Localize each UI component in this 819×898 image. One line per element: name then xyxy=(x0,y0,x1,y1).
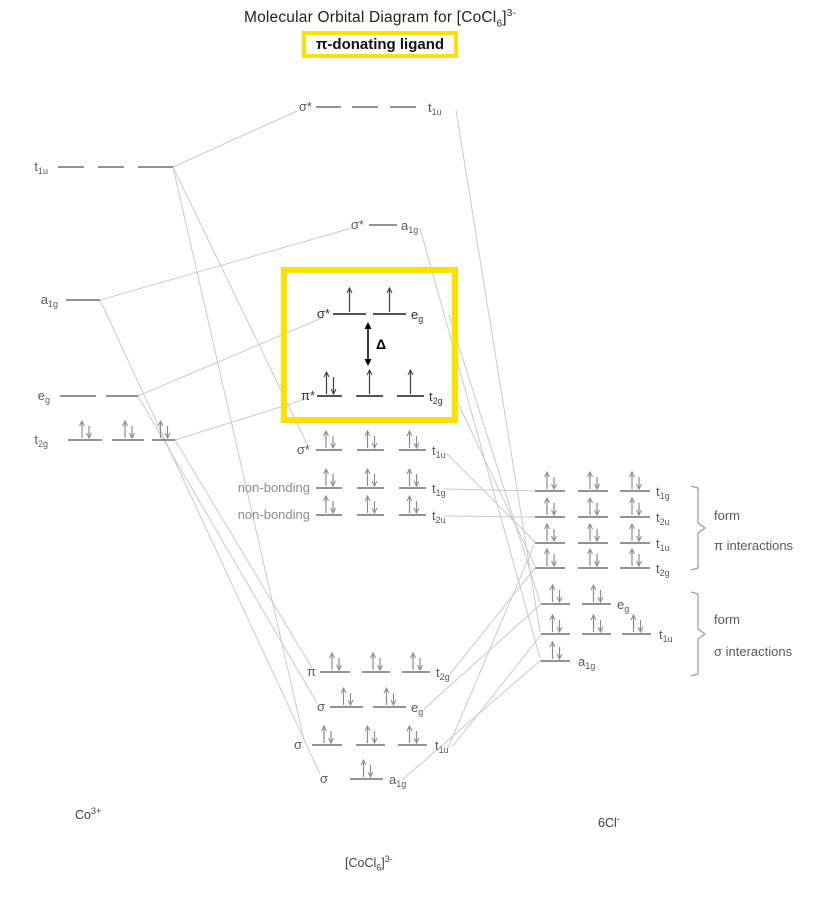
symmetry-label: t2g xyxy=(436,665,450,682)
level-mo-sstar-eg: σ* eg xyxy=(317,286,423,324)
level-mo-sstar-a1g: σ* a1g xyxy=(351,217,418,235)
symmetry-label: t1u xyxy=(656,536,670,553)
level-mo-s-eg: σ eg xyxy=(317,686,423,717)
level-cl-s-eg: eg xyxy=(541,583,629,614)
orbital-type-label: t2g xyxy=(34,432,48,449)
symmetry-label: eg xyxy=(411,700,423,717)
orbital-type-label: π* xyxy=(301,388,315,403)
level-mo-pi-t2g: π t2g xyxy=(307,651,450,682)
symmetry-label: eg xyxy=(617,597,629,614)
subtitle-highlight: π-donating ligand xyxy=(301,31,459,58)
delta-label: Δ xyxy=(376,336,386,352)
symmetry-label: t2u xyxy=(656,510,670,527)
frontier-orbitals-highlight-box xyxy=(281,267,458,423)
symmetry-label: t2g xyxy=(656,561,670,578)
symmetry-label: t1u xyxy=(659,627,673,644)
symmetry-label: t1u xyxy=(428,100,442,117)
symmetry-label: a1g xyxy=(578,654,595,671)
brace-pi-interactions: form π interactions xyxy=(690,485,794,571)
annotation-interaction-type: π interactions xyxy=(714,538,794,553)
connector-lines xyxy=(99,109,542,781)
level-mo-s-a1g: σ a1g xyxy=(320,758,406,789)
level-cl-pi-t1g: t1g xyxy=(535,470,670,501)
orbital-type-label: t1u xyxy=(34,159,48,176)
level-cl-pi-t2u: t2u xyxy=(535,496,670,527)
level-mo-sstar-t1u-hi: σ* t1u xyxy=(299,99,442,117)
delta-splitting-arrow: Δ xyxy=(364,322,386,366)
symmetry-label: a1g xyxy=(389,772,406,789)
symmetry-label: a1g xyxy=(401,218,418,235)
subtitle-text: π-donating ligand xyxy=(315,36,445,53)
symmetry-label: t1g xyxy=(432,481,446,498)
orbital-type-label: a1g xyxy=(41,292,58,309)
orbital-type-label: eg xyxy=(38,388,50,405)
page-title: Molecular Orbital Diagram for [CoCl6]3- xyxy=(243,8,517,30)
level-co-t1u: t1u xyxy=(34,159,173,176)
orbital-type-label: σ xyxy=(317,699,325,714)
level-co-a1g: a1g xyxy=(41,292,100,309)
level-mo-sstar-t1u-lo: σ* t1u xyxy=(297,429,446,460)
annotation-form: form xyxy=(714,612,740,627)
symmetry-label: t1u xyxy=(432,443,446,460)
label-metal-ion: Co3+ xyxy=(75,806,102,823)
symmetry-label: t2u xyxy=(432,508,446,525)
symmetry-label: t2g xyxy=(429,389,443,406)
symmetry-label: t1u xyxy=(435,738,449,755)
orbital-type-label: σ xyxy=(320,771,328,786)
level-cl-pi-t2g: t2g xyxy=(535,547,670,578)
annotation-form: form xyxy=(714,508,740,523)
level-cl-pi-t1u: t1u xyxy=(535,522,670,553)
orbital-type-label: σ xyxy=(294,737,302,752)
orbital-type-label: σ* xyxy=(299,99,312,114)
level-cl-s-t1u: t1u xyxy=(541,613,673,644)
orbital-type-label: σ* xyxy=(297,442,310,457)
subtitle-wrap: π-donating ligand xyxy=(0,31,760,58)
label-complex: [CoCl6]3- xyxy=(345,854,393,873)
symmetry-label: t1g xyxy=(656,484,670,501)
level-cl-s-a1g: a1g xyxy=(541,640,595,671)
level-mo-s-t1u: σ t1u xyxy=(294,724,449,755)
brace-sigma-interactions: form σ interactions xyxy=(690,591,793,677)
level-co-eg: eg xyxy=(38,388,138,405)
annotation-interaction-type: σ interactions xyxy=(714,644,793,659)
symmetry-label: eg xyxy=(411,307,423,324)
level-mo-nb-t2u: non-bonding t2u xyxy=(238,494,446,525)
level-mo-nb-t1g: non-bonding t1g xyxy=(238,467,446,498)
level-co-t2g: t2g xyxy=(34,419,175,449)
orbital-type-label: π xyxy=(307,664,316,679)
orbital-type-label: σ* xyxy=(351,217,364,232)
label-ligand: 6Cl- xyxy=(598,814,620,831)
orbital-type-label: σ* xyxy=(317,306,330,321)
level-mo-pistar-t2g: π* t2g xyxy=(301,368,443,406)
orbital-type-label: non-bonding xyxy=(238,507,310,522)
orbital-type-label: non-bonding xyxy=(238,480,310,495)
